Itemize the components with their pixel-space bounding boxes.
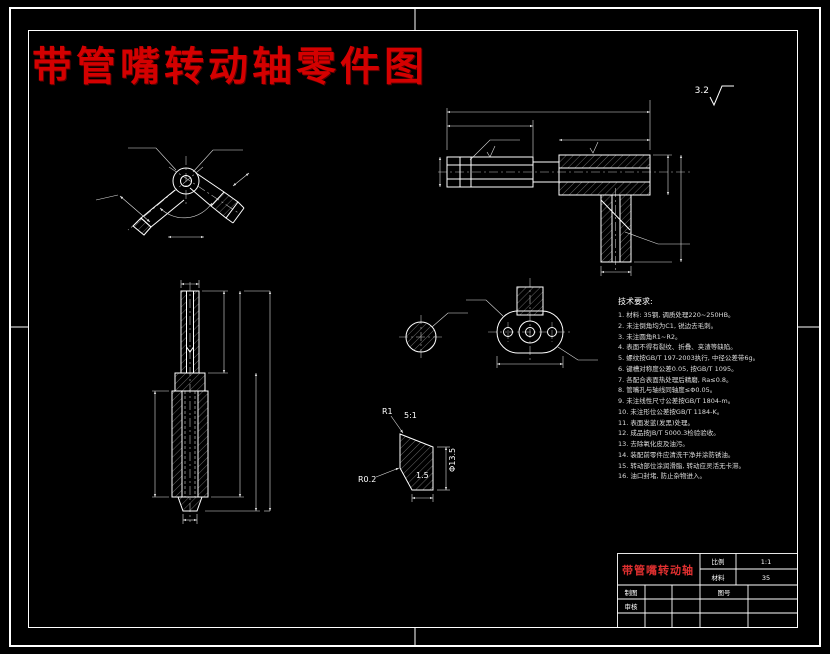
checker-label: 审核 (625, 602, 639, 611)
view-section-circle (399, 312, 468, 359)
drafter-label: 制图 (625, 588, 638, 597)
roughness-value: 3.2 (695, 86, 709, 96)
detail-15-label: 1.5 (416, 471, 429, 480)
drawing-no-label: 图号 (718, 589, 732, 597)
material-label: 材料 (712, 573, 726, 582)
technical-notes: 技术要求: 1. 材料: 35钢, 调质处理220~250HB。 2. 未注倒角… (618, 296, 794, 483)
note-item: 15. 转动部位涂润滑脂, 转动应灵活无卡滞。 (618, 461, 746, 470)
dimension-lines (152, 280, 272, 524)
detail-phi-label: Φ13.5 (448, 448, 457, 472)
note-item: 3. 未注圆角R1~R2。 (618, 332, 682, 341)
note-item: 6. 键槽对称度公差0.05, 按GB/T 1095。 (618, 364, 738, 373)
note-item: 14. 装配前零件应清洗干净并涂防锈油。 (618, 450, 735, 459)
note-item: 13. 去除氧化皮及油污。 (618, 440, 689, 448)
view-detail: R1 5:1 R0.2 1.5 Φ13.5 (358, 407, 457, 502)
note-item: 9. 未注线性尺寸公差按GB/T 1804-m。 (618, 397, 735, 405)
part-name: 带管嘴转动轴 (622, 563, 694, 577)
roughness-symbol: 3.2 (695, 85, 734, 107)
title-block: 带管嘴转动轴 比例 1:1 材料 35 制图 审核 图号 (617, 553, 798, 628)
note-item: 5. 螺纹按GB/T 197-2003执行, 中径公差带6g。 (618, 354, 760, 362)
detail-r1-label: R1 (382, 407, 393, 416)
note-item: 8. 管嘴孔与轴线同轴度≤Φ0.05。 (618, 386, 717, 395)
note-item: 2. 未注倒角均为C1, 锐边去毛刺。 (618, 321, 718, 330)
view-shaft-assembly (438, 100, 692, 276)
scale-value: 1:1 (761, 558, 771, 566)
view-bracket-front (95, 147, 250, 239)
dimension-lines (95, 147, 250, 239)
note-item: 1. 材料: 35钢, 调质处理220~250HB。 (618, 311, 735, 319)
detail-r02-label: R0.2 (358, 475, 376, 484)
notes-heading: 技术要求: (618, 297, 653, 306)
page-title: 带管嘴转动轴零件图 (32, 44, 428, 90)
dimension-lines (466, 299, 598, 368)
roughness-check-icon (709, 85, 734, 107)
detail-scale-label: 5:1 (404, 411, 417, 420)
note-item: 12. 成品按JB/T 5000.3检验验收。 (618, 429, 720, 438)
view-flange (466, 278, 598, 368)
dimension-lines (375, 415, 450, 502)
note-item: 16. 油口封堵, 防止杂物进入。 (618, 472, 707, 481)
view-shaft-section (152, 280, 272, 524)
scale-label: 比例 (712, 557, 725, 566)
note-item: 7. 各配合表面热处理后精磨, Ra≤0.8。 (618, 375, 733, 384)
note-item: 10. 未注形位公差按GB/T 1184-K。 (618, 407, 724, 416)
dimension-lines (438, 100, 690, 276)
drawing-border (9, 7, 821, 647)
note-item: 4. 表面不得有裂纹、折叠、夹渣等缺陷。 (618, 343, 737, 352)
material-value: 35 (762, 574, 770, 582)
note-item: 11. 表面发蓝(发黑)处理。 (618, 418, 694, 427)
